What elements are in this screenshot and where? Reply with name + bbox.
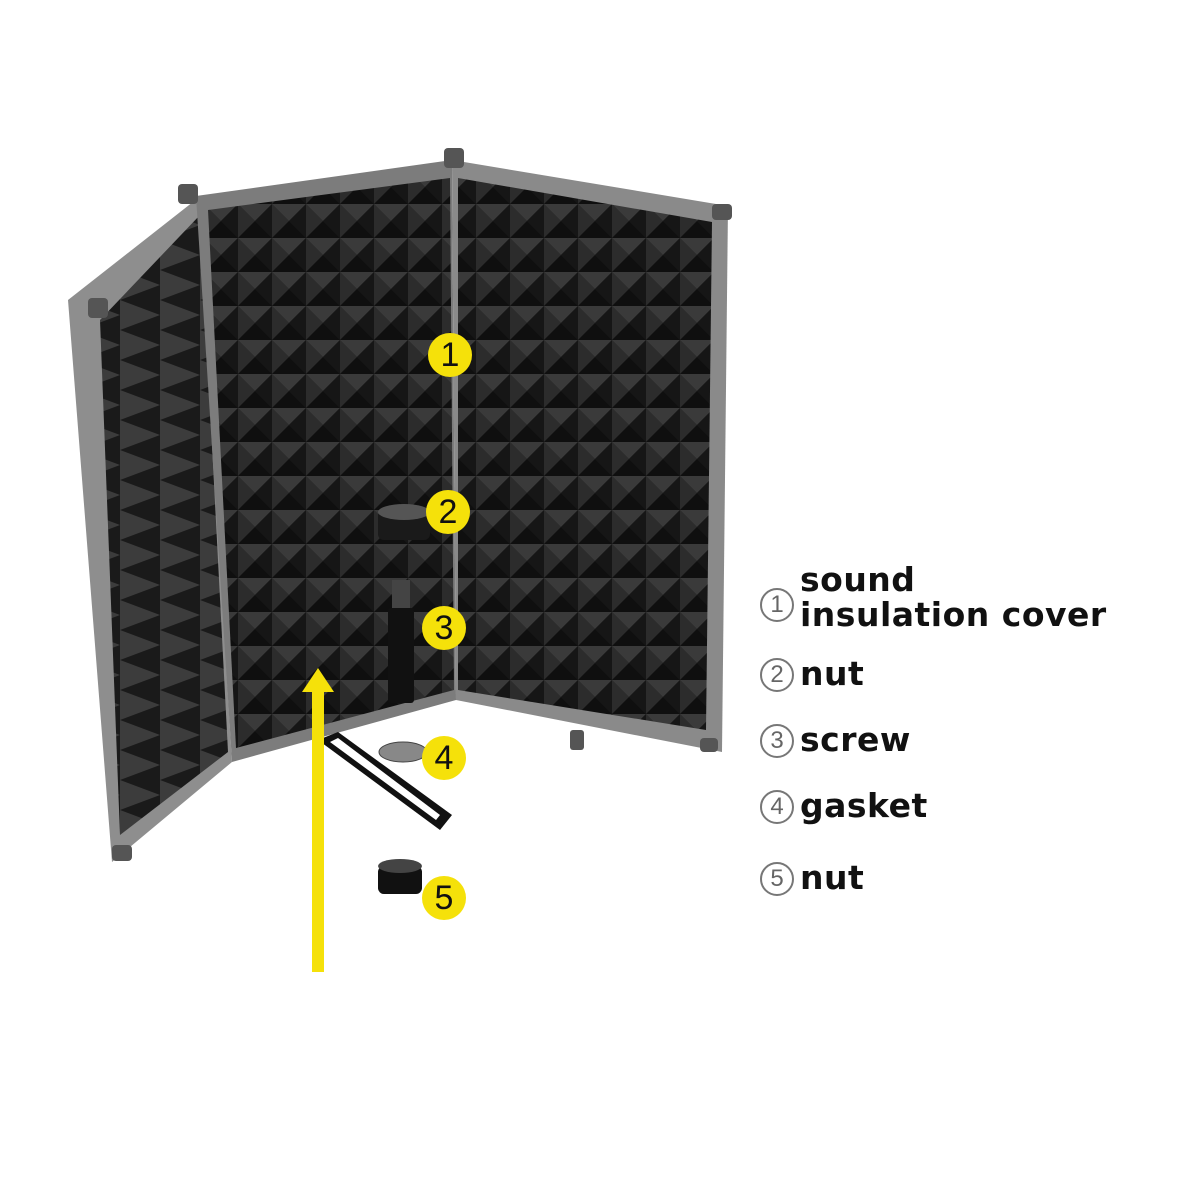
callout-1: 1 — [428, 333, 472, 377]
left-panel — [68, 198, 232, 862]
legend-number: 5 — [760, 862, 794, 896]
callout-2: 2 — [426, 490, 470, 534]
legend-number: 4 — [760, 790, 794, 824]
screw-part-3 — [388, 580, 414, 703]
legend-label: gasket — [800, 786, 928, 825]
legend-number: 1 — [760, 588, 794, 622]
bracket-part — [318, 732, 452, 830]
center-panel — [196, 160, 456, 762]
callout-4: 4 — [422, 736, 466, 780]
right-panel — [452, 160, 728, 752]
yellow-arrow — [302, 668, 334, 972]
frame-knobs — [88, 148, 732, 861]
legend-item-5: 5 nut — [760, 860, 864, 896]
legend-item-2: 2 nut — [760, 656, 864, 692]
nut-part-5 — [378, 859, 422, 894]
legend-item-3: 3 screw — [760, 722, 911, 758]
legend-number: 3 — [760, 724, 794, 758]
callout-5: 5 — [422, 876, 466, 920]
gasket-part-4 — [378, 741, 428, 763]
legend-label-line2: insulation cover — [800, 595, 1107, 634]
legend-label-line1: sound — [800, 560, 916, 599]
legend-label: screw — [800, 720, 911, 759]
callout-3: 3 — [422, 606, 466, 650]
legend-label: nut — [800, 858, 865, 897]
legend-item-1: 1 sound insulation cover — [760, 562, 1107, 632]
nut-part-2 — [378, 504, 430, 540]
legend-item-4: 4 gasket — [760, 788, 928, 824]
legend-number: 2 — [760, 658, 794, 692]
legend-label: nut — [800, 654, 865, 693]
